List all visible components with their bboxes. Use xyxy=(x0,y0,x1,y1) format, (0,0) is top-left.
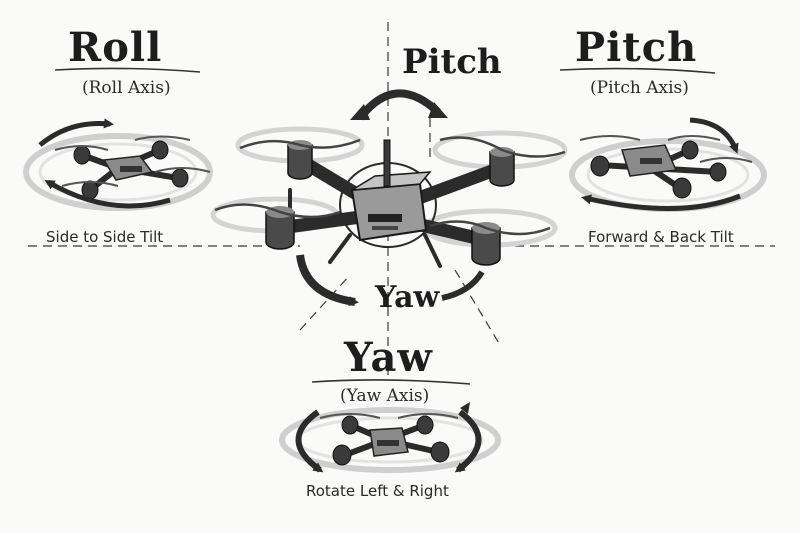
yaw-underline xyxy=(311,379,471,385)
yaw-caption: Rotate Left & Right xyxy=(306,482,449,500)
diagonal-axis-line-left xyxy=(299,274,351,331)
pitch-right-axis-label: (Pitch Axis) xyxy=(590,78,689,98)
pitch-right-underline xyxy=(559,67,716,74)
pitch-right-title: Pitch xyxy=(575,24,698,71)
center-yaw-label: Yaw xyxy=(375,280,440,315)
roll-axis-label: (Roll Axis) xyxy=(82,78,171,98)
roll-caption: Side to Side Tilt xyxy=(46,228,164,246)
yaw-drone-illustration xyxy=(279,402,501,473)
roll-drone-illustration xyxy=(23,118,213,211)
center-drone-illustration xyxy=(210,89,568,307)
center-pitch-label: Pitch xyxy=(402,42,502,82)
title-underlines xyxy=(54,67,716,385)
pitch-right-caption: Forward & Back Tilt xyxy=(588,228,734,246)
yaw-title: Yaw xyxy=(344,334,433,381)
roll-underline xyxy=(54,67,201,73)
axis-guides xyxy=(28,22,775,375)
pitch-drone-illustration xyxy=(569,117,767,212)
yaw-axis-label: (Yaw Axis) xyxy=(340,386,430,406)
roll-title: Roll xyxy=(68,24,163,71)
